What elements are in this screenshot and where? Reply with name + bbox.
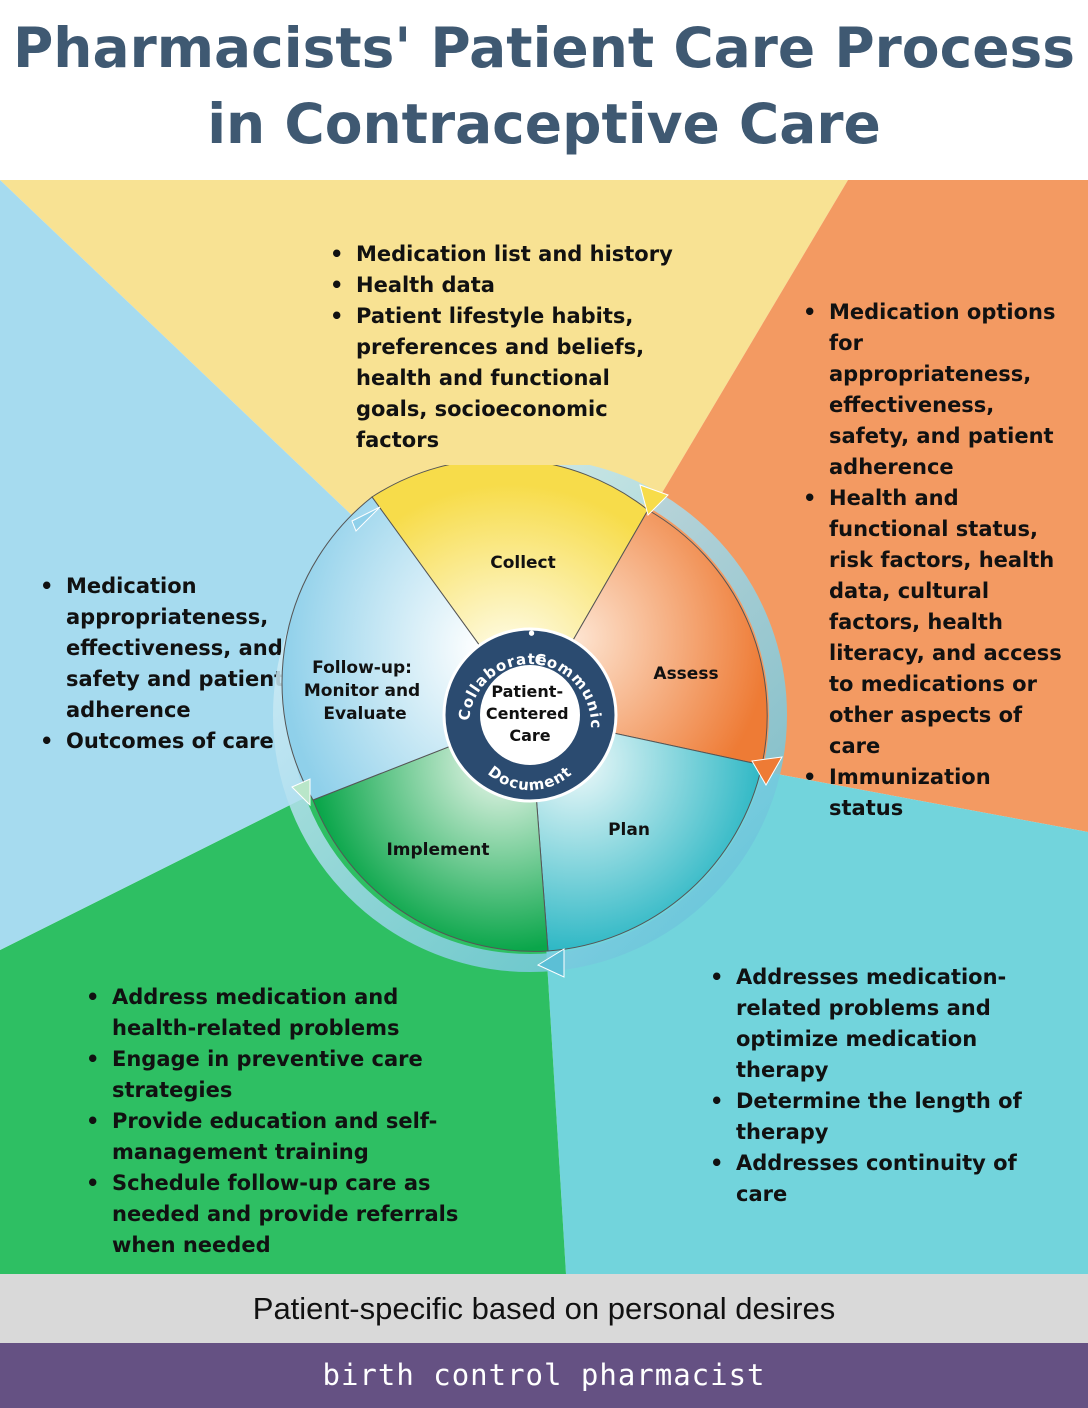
- arrow-head-icon: [351, 506, 381, 532]
- assess-list: Medication options for appropriateness, …: [801, 297, 1071, 824]
- arrow-head-icon: [536, 948, 565, 978]
- patient-care-wheel: Collect Assess Plan Implement Follow-up:…: [270, 465, 787, 978]
- plan-list: Addresses medication-related problems an…: [708, 962, 1038, 1210]
- assess-label: Assess: [653, 664, 718, 684]
- collect-label: Collect: [490, 553, 556, 573]
- assess-item: Immunization status: [801, 762, 1071, 824]
- plan-label: Plan: [608, 820, 650, 840]
- hub-label: Patient- Centered Care: [486, 682, 574, 745]
- collect-item: Medication list and history: [328, 239, 688, 270]
- plan-item: Addresses medication-related problems an…: [708, 962, 1038, 1086]
- follow-up-label-line: Follow-up:: [312, 658, 412, 678]
- title-line-1: Pharmacists' Patient Care Process: [13, 16, 1075, 80]
- ring-dot: •: [527, 625, 538, 643]
- follow-up-label-line: Monitor and: [304, 681, 420, 701]
- arrow-head-icon: [639, 484, 669, 516]
- follow-up-label: Follow-up: Monitor and Evaluate: [304, 658, 426, 724]
- implement-item: Engage in preventive care strategies: [84, 1044, 464, 1106]
- footer-brand: birth control pharmacist: [0, 1343, 1088, 1408]
- collect-item: Patient lifestyle habits, preferences an…: [328, 301, 688, 456]
- plan-item: Addresses continuity of care: [708, 1148, 1038, 1210]
- follow-up-item: Outcomes of care: [38, 726, 288, 757]
- hub-center: [480, 665, 580, 765]
- implement-label: Implement: [386, 840, 489, 860]
- plan-item: Determine the length of therapy: [708, 1086, 1038, 1148]
- assess-item: Medication options for appropriateness, …: [801, 297, 1071, 483]
- follow-up-list: Medication appropriateness, effectivenes…: [38, 571, 288, 757]
- hub-label-line: Patient-: [491, 682, 563, 701]
- collect-list: Medication list and history Health data …: [328, 239, 688, 456]
- implement-item: Provide education and self-management tr…: [84, 1106, 464, 1168]
- implement-item: Schedule follow-up care as needed and pr…: [84, 1168, 464, 1261]
- arrow-head-icon: [751, 756, 783, 786]
- collect-item: Health data: [328, 270, 688, 301]
- implement-item: Address medication and health-related pr…: [84, 982, 464, 1044]
- follow-up-label-line: Evaluate: [323, 704, 406, 724]
- follow-up-item: Medication appropriateness, effectivenes…: [38, 571, 288, 726]
- implement-list: Address medication and health-related pr…: [84, 982, 464, 1261]
- collect-sector: [371, 465, 649, 716]
- page-title: Pharmacists' Patient Care Process in Con…: [0, 10, 1088, 162]
- title-line-2: in Contraceptive Care: [207, 92, 881, 156]
- hub-label-line: Centered: [486, 704, 569, 723]
- assess-item: Health and functional status, risk facto…: [801, 483, 1071, 762]
- arrow-head-icon: [291, 778, 311, 807]
- hub-label-line: Care: [509, 726, 550, 745]
- footer-subtitle: Patient-specific based on personal desir…: [0, 1274, 1088, 1343]
